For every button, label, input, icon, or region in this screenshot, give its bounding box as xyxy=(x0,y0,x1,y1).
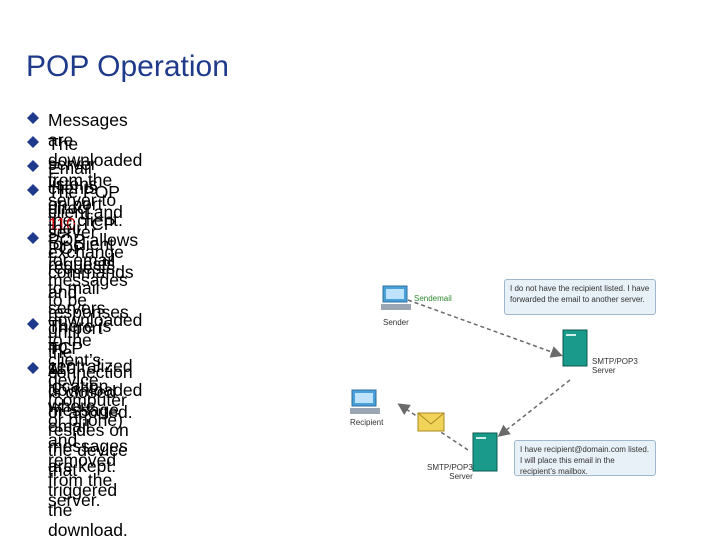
diamond-bullet-icon xyxy=(27,362,39,374)
recipient-label: Recipient xyxy=(350,418,384,427)
sendemail-label: Sendemail xyxy=(414,294,452,303)
bullet-text: POP allows for email messages to be down… xyxy=(48,230,142,510)
arrow-server-to-server xyxy=(497,379,571,437)
bullet-line: There is no centralized location xyxy=(48,316,133,396)
callout-forwarded: I do not have the recipient listed. I ha… xyxy=(504,279,656,315)
bullet-line: device (computer or phone) and xyxy=(48,370,127,450)
bullet-text-part: The server listens on port xyxy=(48,134,103,214)
bullet-line: the device that triggered the download. xyxy=(48,440,128,540)
port-number: 110 xyxy=(48,214,76,234)
server-1-label: SMTP/POP3 Server xyxy=(592,357,638,375)
bullet-text-part: TCP for client requests. xyxy=(48,214,120,274)
diamond-bullet-icon xyxy=(27,136,39,148)
bullet-line: to be downloaded to the client’s xyxy=(48,290,143,370)
sender-label: Sender xyxy=(383,318,409,327)
bullet-text: Email clients direct their POP requests … xyxy=(48,158,116,378)
diamond-bullet-icon xyxy=(27,318,39,330)
server-2-icon xyxy=(472,432,498,472)
bullet-text: The POP client and server exchange comma… xyxy=(48,182,134,422)
bullet-text: The server listens on port 110 TCP for c… xyxy=(48,134,120,274)
recipient-computer-icon xyxy=(350,389,380,414)
bullet-text: There is no centralized location where e… xyxy=(48,316,133,476)
diamond-bullet-icon xyxy=(27,160,39,172)
bullet-line: removed from the server. xyxy=(48,450,117,510)
envelope-icon xyxy=(417,412,445,432)
bullet-text: Messages are downloaded from the server … xyxy=(48,110,143,230)
bullet-line: A downloaded message resides on xyxy=(48,360,143,440)
bullet-line: where email messages are kept. xyxy=(48,396,128,476)
server-1-icon xyxy=(562,329,588,367)
bullet-text: A downloaded message resides on the devi… xyxy=(48,360,142,540)
callout-mailbox: I have recipient@domain.com listed. I wi… xyxy=(514,440,656,476)
diamond-bullet-icon xyxy=(27,112,39,124)
diamond-bullet-icon xyxy=(27,184,39,196)
arrow-sender-to-server xyxy=(407,299,563,358)
diamond-bullet-icon xyxy=(27,232,39,244)
slide-title: POP Operation xyxy=(26,50,229,83)
bullet-line: The POP client and server exchange comma… xyxy=(48,182,134,342)
server-2-label: SMTP/POP3 Server xyxy=(427,463,473,481)
bullet-line: the connection is closed or aborted. xyxy=(48,342,133,422)
sender-computer-icon xyxy=(381,285,411,310)
bullet-line: POP allows for email messages xyxy=(48,230,139,290)
